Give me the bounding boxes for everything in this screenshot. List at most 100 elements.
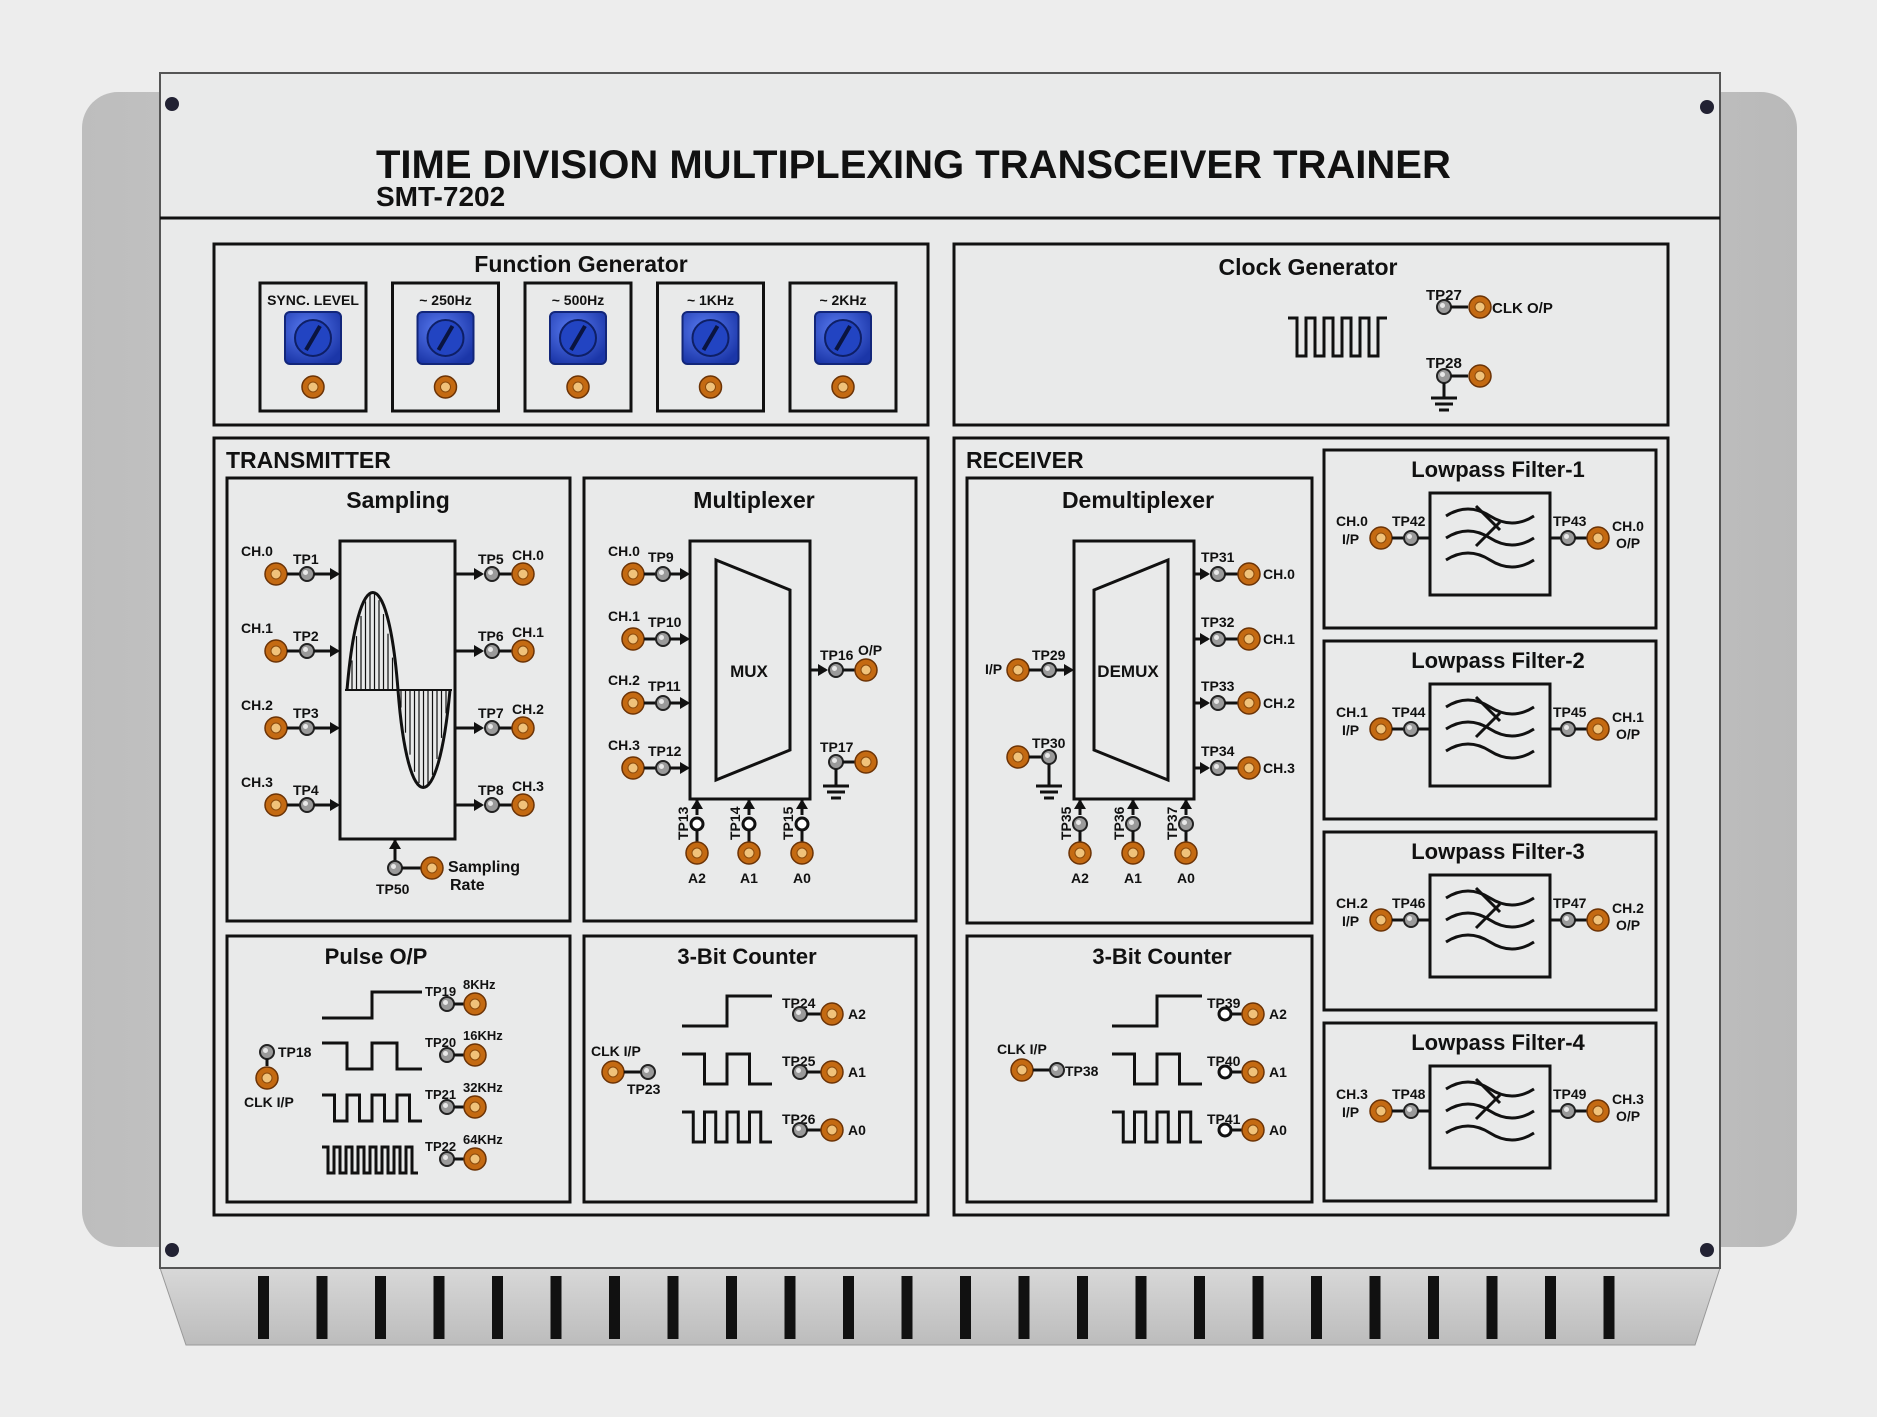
potentiometer-knob[interactable] bbox=[549, 311, 607, 365]
pulse-output-socket[interactable] bbox=[463, 1043, 487, 1067]
mux-input-socket[interactable] bbox=[621, 756, 645, 780]
sampling-input-socket[interactable] bbox=[264, 562, 288, 586]
sampling-output-testpoint[interactable] bbox=[484, 797, 500, 813]
pulse-output-socket[interactable] bbox=[463, 992, 487, 1016]
filter-input-testpoint[interactable] bbox=[1403, 1103, 1419, 1119]
counter-clk-input-socket[interactable] bbox=[601, 1060, 625, 1084]
filter-input-socket[interactable] bbox=[1369, 1099, 1393, 1123]
potentiometer-knob[interactable] bbox=[284, 311, 342, 365]
pulse-output-testpoint[interactable] bbox=[439, 1151, 455, 1167]
counter-output-socket[interactable] bbox=[1241, 1060, 1265, 1084]
demux-select-testpoint[interactable] bbox=[1072, 816, 1088, 832]
demux-output-testpoint[interactable] bbox=[1210, 760, 1226, 776]
filter-output-testpoint[interactable] bbox=[1560, 1103, 1576, 1119]
mux-output-socket[interactable] bbox=[854, 658, 878, 682]
filter-input-socket[interactable] bbox=[1369, 908, 1393, 932]
filter-input-testpoint[interactable] bbox=[1403, 721, 1419, 737]
counter-output-socket[interactable] bbox=[1241, 1002, 1265, 1026]
counter-clk-input-socket[interactable] bbox=[1010, 1058, 1034, 1082]
tp30-socket[interactable] bbox=[1006, 745, 1030, 769]
tp18-testpoint[interactable] bbox=[259, 1044, 275, 1060]
demux-output-socket[interactable] bbox=[1237, 691, 1261, 715]
filter-output-testpoint[interactable] bbox=[1560, 912, 1576, 928]
sampling-output-socket[interactable] bbox=[511, 639, 535, 663]
tp50-testpoint[interactable] bbox=[387, 860, 403, 876]
demux-input-socket[interactable] bbox=[1006, 658, 1030, 682]
knob-output-socket[interactable] bbox=[831, 375, 855, 399]
mux-input-socket[interactable] bbox=[621, 691, 645, 715]
demux-select-testpoint[interactable] bbox=[1125, 816, 1141, 832]
counter-clk-input-testpoint[interactable] bbox=[1049, 1062, 1065, 1078]
filter-input-testpoint[interactable] bbox=[1403, 912, 1419, 928]
counter-output-testpoint[interactable] bbox=[792, 1006, 808, 1022]
counter-output-testpoint[interactable] bbox=[1217, 1122, 1233, 1138]
demux-select-testpoint[interactable] bbox=[1178, 816, 1194, 832]
filter-output-testpoint[interactable] bbox=[1560, 721, 1576, 737]
mux-select-testpoint[interactable] bbox=[741, 816, 757, 832]
counter-output-testpoint[interactable] bbox=[792, 1122, 808, 1138]
potentiometer-knob[interactable] bbox=[681, 311, 740, 365]
mux-input-testpoint[interactable] bbox=[655, 695, 671, 711]
tp29-testpoint[interactable] bbox=[1041, 662, 1057, 678]
tp16-testpoint[interactable] bbox=[828, 662, 844, 678]
tp17-socket[interactable] bbox=[854, 750, 878, 774]
demux-output-testpoint[interactable] bbox=[1210, 631, 1226, 647]
counter-output-socket[interactable] bbox=[820, 1060, 844, 1084]
mux-select-socket[interactable] bbox=[685, 841, 709, 865]
filter-output-socket[interactable] bbox=[1586, 717, 1610, 741]
sampling-rate-socket[interactable] bbox=[420, 856, 444, 880]
mux-select-socket[interactable] bbox=[790, 841, 814, 865]
tp30-testpoint[interactable] bbox=[1041, 749, 1057, 765]
tp17-testpoint[interactable] bbox=[828, 754, 844, 770]
sampling-output-socket[interactable] bbox=[511, 562, 535, 586]
mux-input-testpoint[interactable] bbox=[655, 631, 671, 647]
sampling-input-socket[interactable] bbox=[264, 793, 288, 817]
pulse-output-testpoint[interactable] bbox=[439, 1099, 455, 1115]
pulse-output-socket[interactable] bbox=[463, 1095, 487, 1119]
demux-select-socket[interactable] bbox=[1068, 841, 1092, 865]
demux-select-socket[interactable] bbox=[1174, 841, 1198, 865]
sampling-output-socket[interactable] bbox=[511, 716, 535, 740]
knob-output-socket[interactable] bbox=[566, 375, 590, 399]
sampling-output-testpoint[interactable] bbox=[484, 720, 500, 736]
counter-output-socket[interactable] bbox=[1241, 1118, 1265, 1142]
demux-select-socket[interactable] bbox=[1121, 841, 1145, 865]
filter-input-testpoint[interactable] bbox=[1403, 530, 1419, 546]
mux-input-testpoint[interactable] bbox=[655, 566, 671, 582]
sampling-input-testpoint[interactable] bbox=[299, 720, 315, 736]
mux-select-socket[interactable] bbox=[737, 841, 761, 865]
sampling-input-testpoint[interactable] bbox=[299, 643, 315, 659]
counter-output-socket[interactable] bbox=[820, 1118, 844, 1142]
pulse-clk-input-socket[interactable] bbox=[255, 1066, 279, 1090]
demux-output-testpoint[interactable] bbox=[1210, 566, 1226, 582]
potentiometer-knob[interactable] bbox=[416, 311, 475, 365]
sampling-input-testpoint[interactable] bbox=[299, 566, 315, 582]
counter-output-testpoint[interactable] bbox=[1217, 1006, 1233, 1022]
filter-input-socket[interactable] bbox=[1369, 526, 1393, 550]
filter-output-socket[interactable] bbox=[1586, 526, 1610, 550]
sampling-input-testpoint[interactable] bbox=[299, 797, 315, 813]
filter-input-socket[interactable] bbox=[1369, 717, 1393, 741]
counter-output-socket[interactable] bbox=[820, 1002, 844, 1026]
counter-output-testpoint[interactable] bbox=[1217, 1064, 1233, 1080]
sampling-input-socket[interactable] bbox=[264, 639, 288, 663]
mux-input-testpoint[interactable] bbox=[655, 760, 671, 776]
pulse-output-testpoint[interactable] bbox=[439, 996, 455, 1012]
pulse-output-testpoint[interactable] bbox=[439, 1047, 455, 1063]
knob-output-socket[interactable] bbox=[433, 375, 458, 399]
filter-output-testpoint[interactable] bbox=[1560, 530, 1576, 546]
knob-output-socket[interactable] bbox=[698, 375, 723, 399]
clk-out-socket[interactable] bbox=[1468, 295, 1492, 319]
mux-select-testpoint[interactable] bbox=[689, 816, 705, 832]
knob-output-socket[interactable] bbox=[301, 375, 325, 399]
mux-input-socket[interactable] bbox=[621, 627, 645, 651]
filter-output-socket[interactable] bbox=[1586, 1099, 1610, 1123]
potentiometer-knob[interactable] bbox=[814, 311, 872, 365]
demux-output-socket[interactable] bbox=[1237, 562, 1261, 586]
tp28-socket[interactable] bbox=[1468, 364, 1492, 388]
sampling-output-testpoint[interactable] bbox=[484, 643, 500, 659]
demux-output-socket[interactable] bbox=[1237, 756, 1261, 780]
filter-output-socket[interactable] bbox=[1586, 908, 1610, 932]
counter-output-testpoint[interactable] bbox=[792, 1064, 808, 1080]
mux-select-testpoint[interactable] bbox=[794, 816, 810, 832]
